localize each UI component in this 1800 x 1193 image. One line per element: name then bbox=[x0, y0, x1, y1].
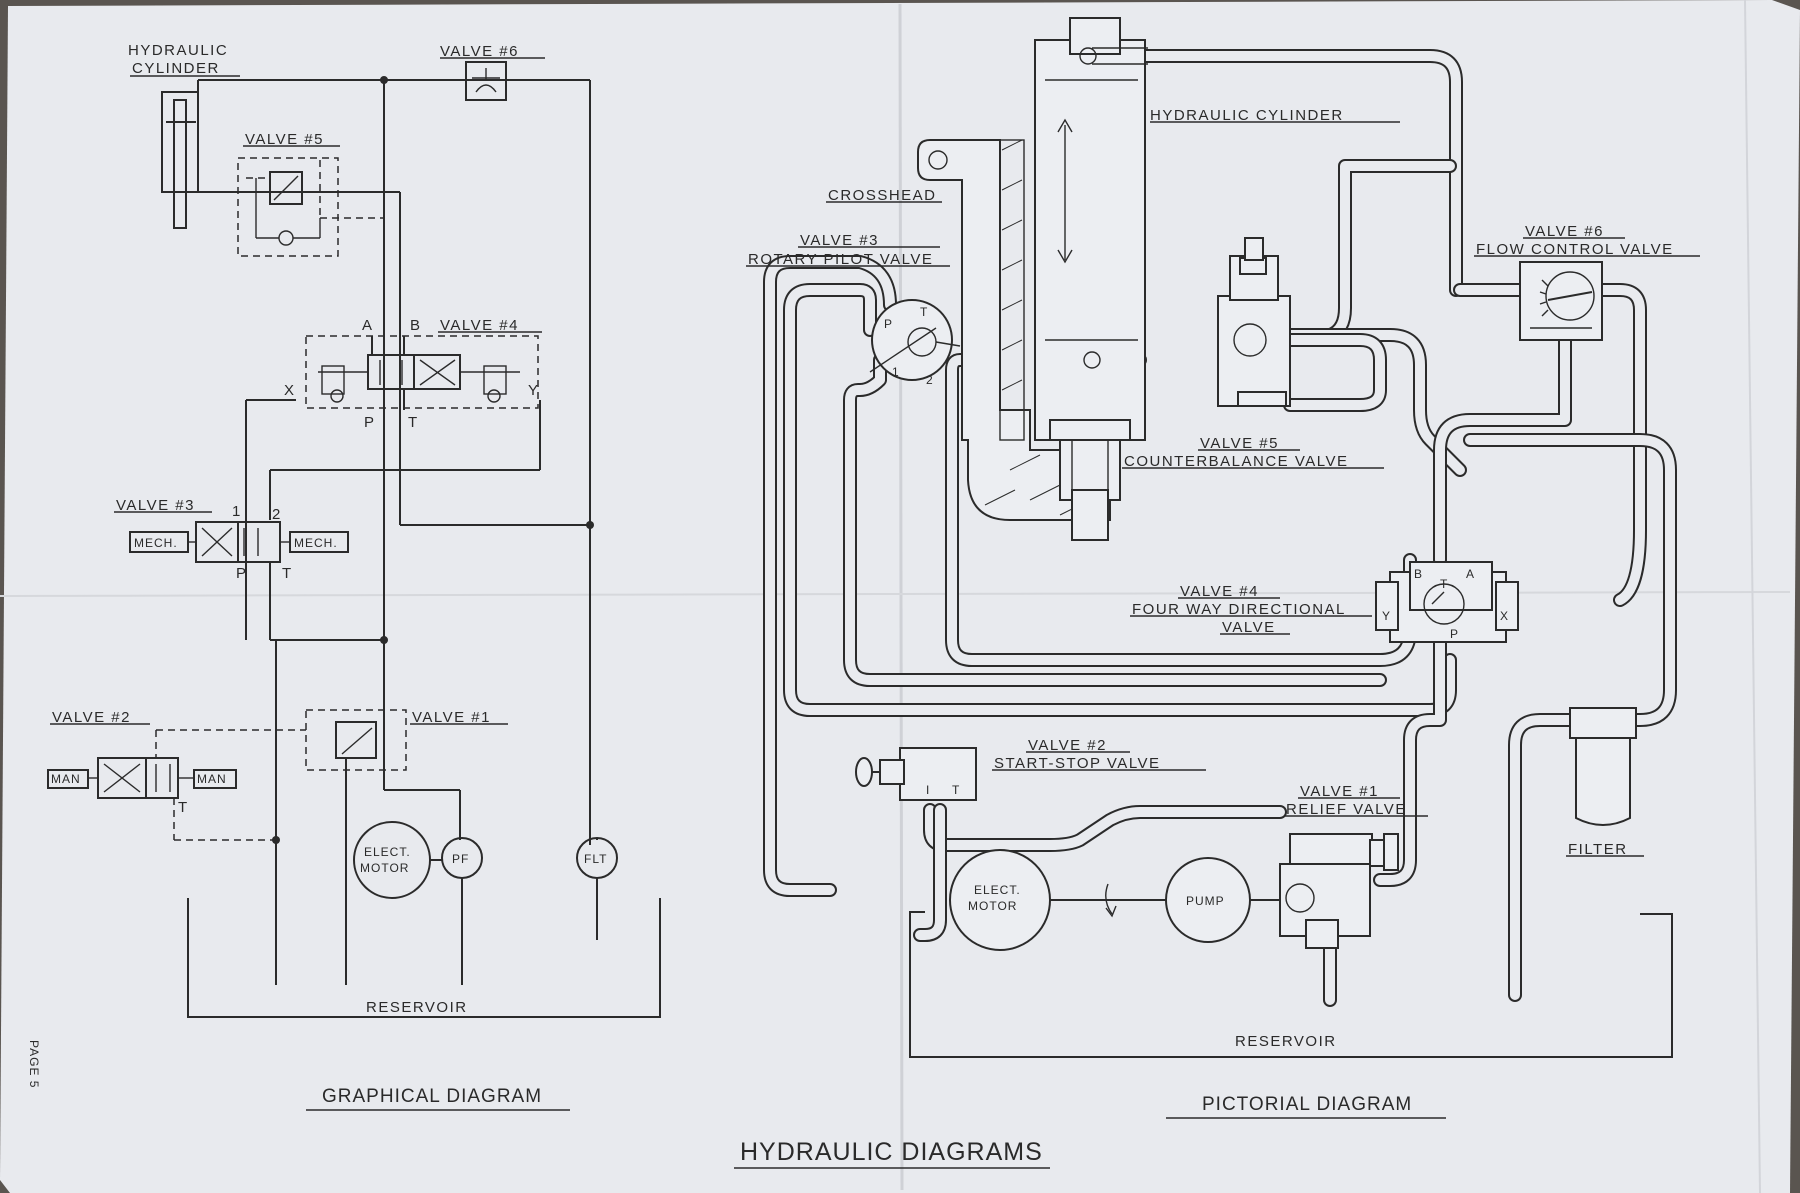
graphical-filter bbox=[576, 837, 618, 940]
pictorial-pump-label: PUMP bbox=[1186, 894, 1225, 908]
pictorial-valve6-label-2: FLOW CONTROL VALVE bbox=[1476, 241, 1674, 258]
page-title: HYDRAULIC DIAGRAMS bbox=[740, 1138, 1043, 1166]
graphical-valve3-port-1: 1 bbox=[232, 503, 242, 520]
pictorial-electric-motor bbox=[949, 849, 1168, 951]
pictorial-valve4-label-3: VALVE bbox=[1222, 619, 1276, 636]
pictorial-valve2 bbox=[855, 747, 977, 801]
pictorial-valve4-port-y: Y bbox=[1382, 609, 1391, 623]
graphical-reservoir-label: RESERVOIR bbox=[366, 999, 468, 1016]
pictorial-diagram-caption: PICTORIAL DIAGRAM bbox=[1202, 1094, 1412, 1115]
graphical-valve4-label: VALVE #4 bbox=[440, 317, 519, 334]
pictorial-valve3-port-2: 2 bbox=[926, 373, 934, 387]
graphical-valve6-label: VALVE #6 bbox=[440, 43, 519, 60]
graphical-valve6 bbox=[465, 61, 507, 101]
graphical-valve2-label: VALVE #2 bbox=[52, 709, 131, 726]
pictorial-valve4-port-a: A bbox=[1466, 567, 1475, 581]
graphical-valve4-port-x: X bbox=[284, 382, 296, 399]
pictorial-hydraulic-cylinder bbox=[1034, 17, 1148, 541]
graphical-valve3-port-p: P bbox=[236, 565, 248, 582]
graphical-reservoir bbox=[187, 898, 661, 1018]
graphical-valve5 bbox=[237, 157, 384, 257]
graphical-cylinder-label-2: CYLINDER bbox=[132, 60, 220, 77]
graphical-valve2-man-left: MAN bbox=[51, 772, 81, 786]
pictorial-valve3-label-2: ROTARY PILOT VALVE bbox=[748, 251, 933, 268]
pictorial-valve3-port-p: P bbox=[884, 317, 893, 331]
graphical-valve3-port-t: T bbox=[282, 565, 293, 582]
pictorial-cylinder-label: HYDRAULIC CYLINDER bbox=[1150, 107, 1344, 124]
pictorial-valve4-port-b: B bbox=[1414, 567, 1423, 581]
graphical-valve3-mech-right: MECH. bbox=[294, 536, 338, 550]
graphical-diagram-caption: GRAPHICAL DIAGRAM bbox=[322, 1086, 542, 1107]
graphical-valve4-port-t: T bbox=[408, 414, 419, 431]
pictorial-valve2-label-1: VALVE #2 bbox=[1028, 737, 1107, 754]
pictorial-motor-label-2: MOTOR bbox=[968, 899, 1017, 913]
graphical-motor-label-1: ELECT. bbox=[364, 845, 411, 859]
pictorial-valve2-port-t: T bbox=[952, 783, 960, 797]
pictorial-valve2-label-2: START-STOP VALVE bbox=[994, 755, 1161, 772]
graphical-valve4 bbox=[305, 335, 539, 410]
graphical-valve4-port-a: A bbox=[362, 317, 374, 334]
pictorial-reservoir-label: RESERVOIR bbox=[1235, 1033, 1337, 1050]
pictorial-valve4-port-t: T bbox=[1440, 577, 1448, 591]
pictorial-valve6-label-1: VALVE #6 bbox=[1525, 223, 1604, 240]
pictorial-pump bbox=[1165, 857, 1280, 943]
graphical-valve3-label: VALVE #3 bbox=[116, 497, 195, 514]
graphical-pump bbox=[441, 837, 483, 985]
pictorial-reservoir bbox=[909, 911, 1673, 1058]
pictorial-valve5-label-2: COUNTERBALANCE VALVE bbox=[1124, 453, 1349, 470]
pictorial-valve4-label-2: FOUR WAY DIRECTIONAL bbox=[1132, 601, 1346, 618]
graphical-electric-motor bbox=[353, 821, 442, 899]
graphical-diagram: HYDRAULIC CYLINDER VALVE #6 bbox=[47, 42, 661, 1111]
pictorial-valve1 bbox=[1279, 833, 1399, 949]
graphical-valve3-port-2: 2 bbox=[272, 506, 282, 523]
pictorial-motor-label-1: ELECT. bbox=[974, 883, 1021, 897]
graphical-pump-label: PF bbox=[452, 852, 469, 866]
graphical-valve5-label: VALVE #5 bbox=[245, 131, 324, 148]
graphical-motor-label-2: MOTOR bbox=[360, 861, 409, 875]
pictorial-valve5 bbox=[1217, 237, 1291, 407]
pictorial-valve4-port-x: X bbox=[1500, 609, 1509, 623]
pictorial-filter bbox=[1569, 707, 1637, 826]
graphical-valve1 bbox=[305, 709, 461, 985]
pictorial-valve3-port-1: 1 bbox=[892, 365, 900, 379]
graphical-valve2-port-t: T bbox=[178, 799, 189, 816]
pictorial-filter-label: FILTER bbox=[1568, 841, 1628, 858]
pictorial-valve4-label-1: VALVE #4 bbox=[1180, 583, 1259, 600]
graphical-filter-label: FLT bbox=[584, 852, 607, 866]
pictorial-valve2-port-i: I bbox=[926, 783, 930, 797]
graphical-valve2 bbox=[47, 729, 306, 841]
pictorial-pipes bbox=[763, 49, 1677, 1007]
pictorial-crosshead bbox=[917, 139, 1111, 521]
pictorial-valve5-label-1: VALVE #5 bbox=[1200, 435, 1279, 452]
pictorial-valve6 bbox=[1519, 261, 1603, 341]
pictorial-crosshead-label: CROSSHEAD bbox=[828, 187, 937, 204]
graphical-valve4-port-b: B bbox=[410, 317, 422, 334]
graphical-valve4-port-y: Y bbox=[528, 382, 540, 399]
graphical-hydraulic-cylinder bbox=[161, 79, 590, 229]
pictorial-valve1-label-2: RELIEF VALVE bbox=[1286, 801, 1407, 818]
graphical-cylinder-label-1: HYDRAULIC bbox=[128, 42, 228, 59]
graphical-valve3-mech-left: MECH. bbox=[134, 536, 178, 550]
pictorial-valve4-port-p: P bbox=[1450, 627, 1459, 641]
graphical-valve2-man-right: MAN bbox=[197, 772, 227, 786]
pictorial-valve4 bbox=[1375, 561, 1519, 643]
graphical-valve3 bbox=[129, 521, 388, 644]
pictorial-valve3 bbox=[869, 299, 961, 381]
pictorial-diagram: RESERVOIR bbox=[746, 17, 1700, 1119]
graphical-valve1-label: VALVE #1 bbox=[412, 709, 491, 726]
pictorial-valve3-label-1: VALVE #3 bbox=[800, 232, 879, 249]
pictorial-valve1-label-1: VALVE #1 bbox=[1300, 783, 1379, 800]
page-number: PAGE 5 bbox=[27, 1040, 41, 1088]
graphical-valve4-port-p: P bbox=[364, 414, 376, 431]
pictorial-valve3-port-t: T bbox=[920, 305, 928, 319]
